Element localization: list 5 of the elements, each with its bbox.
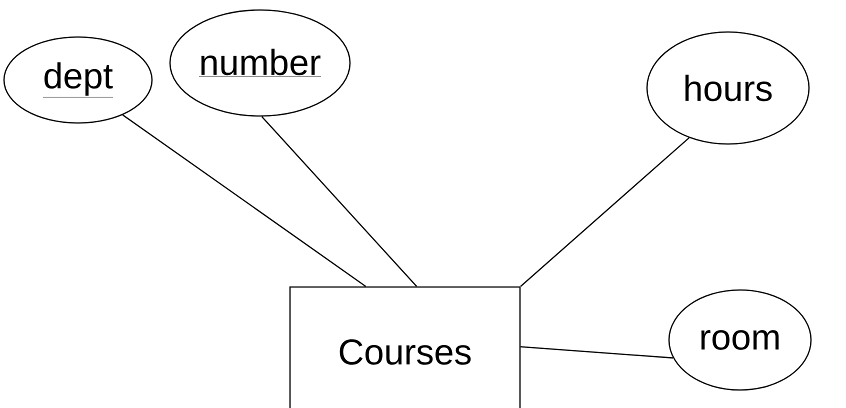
- connector-line: [520, 346, 674, 359]
- connector-line: [261, 116, 418, 287]
- connector-line: [520, 137, 690, 287]
- connector-line: [122, 114, 366, 287]
- entity-box: Courses: [289, 286, 521, 408]
